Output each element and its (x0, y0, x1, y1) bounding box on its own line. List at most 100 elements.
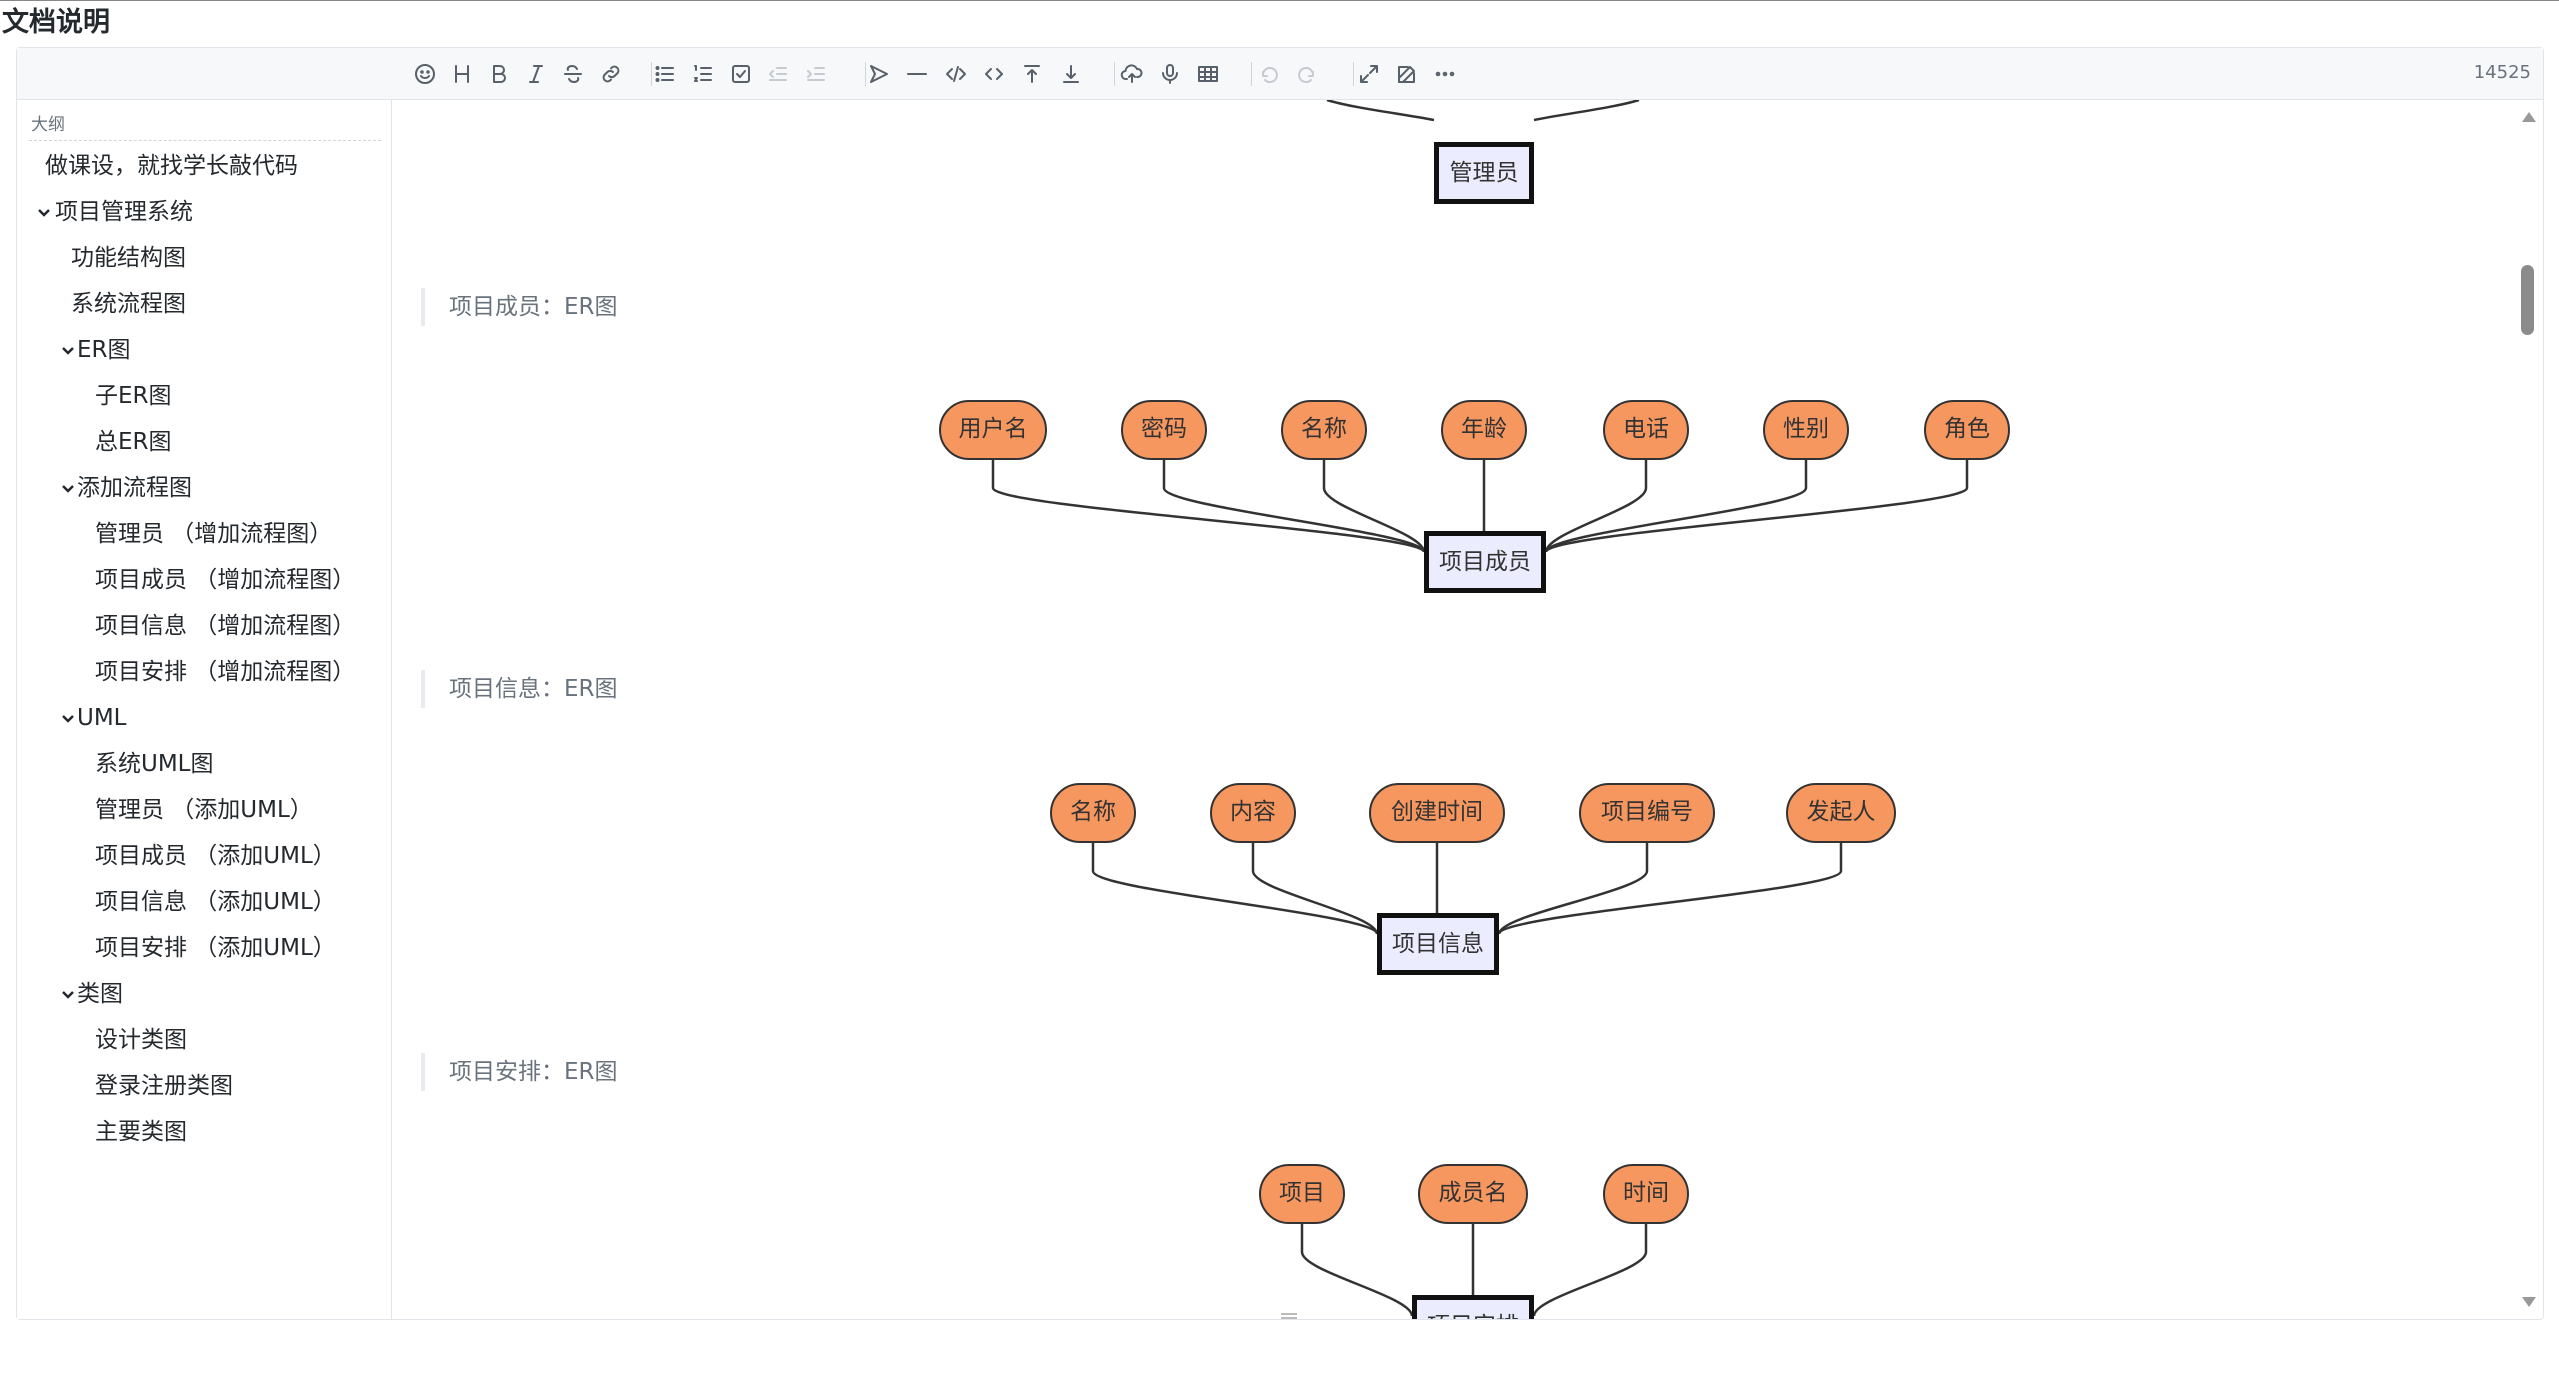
outline-item[interactable]: 主要类图 (95, 1119, 187, 1145)
outline-item[interactable]: 项目信息 （添加UML） (95, 889, 336, 915)
er-connector (1544, 460, 1969, 554)
er-entity-admin: 管理员 (1434, 142, 1534, 204)
er-connector (1544, 460, 1648, 553)
undo-icon[interactable] (1255, 60, 1283, 88)
outline-item[interactable]: 设计类图 (95, 1027, 187, 1053)
outline-item[interactable]: 类图 (77, 981, 123, 1007)
chevron-down-icon[interactable] (61, 711, 74, 723)
outline-item[interactable]: 登录注册类图 (95, 1073, 233, 1099)
toolbar-separator (1251, 62, 1252, 86)
link-icon[interactable] (597, 60, 625, 88)
outline-item[interactable]: 项目安排 （添加UML） (95, 935, 336, 961)
er-attribute: 成员名 (1418, 1164, 1528, 1224)
table-icon[interactable] (1194, 60, 1222, 88)
code-icon[interactable] (942, 60, 970, 88)
chevron-down-icon[interactable] (61, 987, 74, 999)
outline-item[interactable]: 功能结构图 (71, 245, 186, 271)
outline-item[interactable]: 系统UML图 (95, 751, 214, 777)
er-connector (991, 460, 1426, 554)
er-connector (1326, 100, 1435, 122)
chevron-down-icon[interactable] (61, 343, 74, 355)
er-connector (1091, 843, 1379, 935)
er-attribute: 角色 (1924, 400, 2010, 460)
preview-content: 管理员项目成员：ER图用户名密码名称年龄电话性别角色项目成员项目信息：ER图名称… (393, 100, 2513, 1319)
emoji-icon[interactable] (411, 60, 439, 88)
toolbar-separator (651, 62, 652, 86)
outline-item[interactable]: 系统流程图 (71, 291, 186, 317)
page-title: 文档说明 (0, 0, 2559, 44)
record-icon[interactable] (1156, 60, 1184, 88)
er-connector (1300, 1224, 1414, 1317)
outline-item[interactable]: ER图 (77, 337, 131, 363)
toolbar-separator (1114, 62, 1115, 86)
outline-divider (29, 140, 381, 141)
line-icon[interactable] (903, 60, 931, 88)
insert-before-icon[interactable] (1018, 60, 1046, 88)
headings-icon[interactable] (448, 60, 476, 88)
er-attribute: 电话 (1603, 400, 1689, 460)
scroll-down-arrow-icon[interactable] (2522, 1297, 2536, 1307)
er-attribute: 密码 (1121, 400, 1207, 460)
bold-icon[interactable] (485, 60, 513, 88)
check-list-icon[interactable] (727, 60, 755, 88)
outline-item[interactable]: 管理员 （添加UML） (95, 797, 313, 823)
er-heading: 项目信息：ER图 (421, 670, 618, 708)
resize-handle[interactable] (1281, 1313, 1297, 1319)
er-heading: 项目成员：ER图 (421, 288, 618, 326)
er-attribute: 发起人 (1786, 783, 1896, 843)
outline-item[interactable]: 项目成员 （添加UML） (95, 843, 336, 869)
edit-mode-icon[interactable] (1393, 60, 1421, 88)
toolbar-separator (1353, 62, 1354, 86)
indent-icon[interactable] (802, 60, 830, 88)
strike-icon[interactable] (559, 60, 587, 88)
er-entity: 项目成员 (1424, 531, 1546, 593)
er-connector (1497, 843, 1843, 936)
scrollbar-thumb[interactable] (2521, 265, 2534, 335)
outline-item[interactable]: 总ER图 (95, 429, 172, 455)
quote-icon[interactable] (865, 60, 893, 88)
er-connector (1322, 460, 1426, 553)
er-connector-lines (991, 100, 1969, 1317)
outline-item[interactable]: 管理员 （增加流程图） (95, 521, 333, 547)
insert-after-icon[interactable] (1057, 60, 1085, 88)
more-icon[interactable] (1431, 60, 1459, 88)
er-attribute: 创建时间 (1369, 783, 1505, 843)
er-connector (1497, 843, 1649, 935)
outdent-icon[interactable] (764, 60, 792, 88)
upload-icon[interactable] (1118, 60, 1146, 88)
ordered-list-icon[interactable] (689, 60, 717, 88)
editor-toolbar: 14525 (17, 48, 2543, 100)
er-connector (1162, 460, 1426, 553)
er-attribute: 名称 (1281, 400, 1367, 460)
er-connector (1533, 100, 1640, 122)
redo-icon[interactable] (1293, 60, 1321, 88)
outline-item[interactable]: 项目成员 （增加流程图） (95, 567, 356, 593)
inline-code-icon[interactable] (980, 60, 1008, 88)
er-attribute: 用户名 (939, 400, 1047, 460)
bullet-list-icon[interactable] (651, 60, 679, 88)
outline-item[interactable]: 项目安排 （增加流程图） (95, 659, 356, 685)
fullscreen-icon[interactable] (1355, 60, 1383, 88)
outline-item[interactable]: 子ER图 (95, 383, 172, 409)
er-entity: 项目信息 (1377, 913, 1499, 975)
outline-item[interactable]: 项目信息 （增加流程图） (95, 613, 356, 639)
er-attribute: 项目 (1259, 1164, 1345, 1224)
outline-item[interactable]: UML (77, 705, 127, 731)
toolbar-separator (865, 62, 866, 86)
vertical-scrollbar[interactable] (2513, 100, 2543, 1319)
scroll-up-arrow-icon[interactable] (2522, 112, 2536, 122)
chevron-down-icon[interactable] (61, 481, 74, 493)
er-attribute: 年龄 (1441, 400, 1527, 460)
outline-item[interactable]: 项目管理系统 (55, 199, 193, 225)
er-connector (1251, 843, 1379, 935)
er-attribute: 时间 (1603, 1164, 1689, 1224)
er-heading: 项目安排：ER图 (421, 1053, 618, 1091)
outline-item[interactable]: 做课设，就找学长敲代码 (45, 153, 298, 179)
italic-icon[interactable] (522, 60, 550, 88)
er-entity: 项目安排 (1412, 1295, 1534, 1319)
character-counter: 14525 (2473, 62, 2531, 83)
chevron-down-icon[interactable] (37, 205, 50, 217)
outline-item[interactable]: 添加流程图 (77, 475, 192, 501)
